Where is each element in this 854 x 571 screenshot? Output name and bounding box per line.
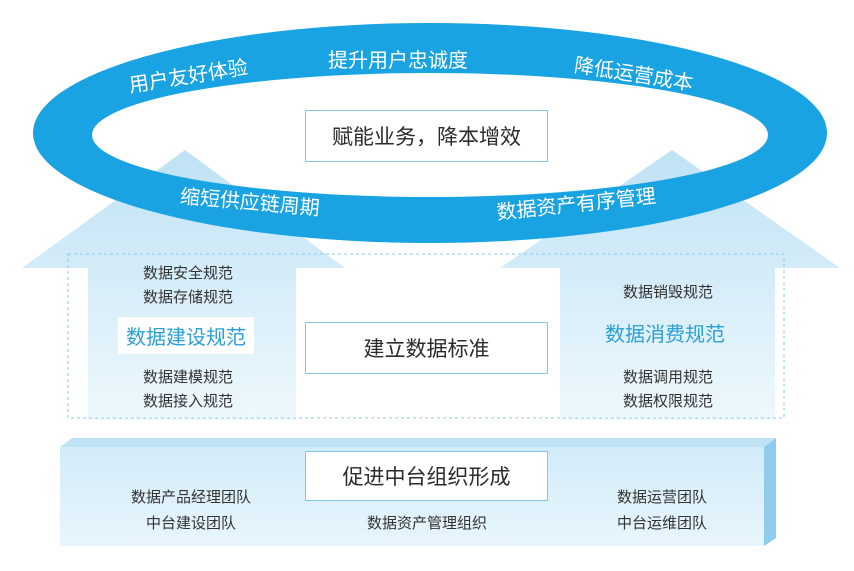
- org-item-operations-team: 数据运营团队: [616, 488, 707, 506]
- standard-item-invocation: 数据调用规范: [622, 368, 713, 386]
- org-item-maintenance-team: 中台运维团队: [616, 514, 707, 532]
- org-item-construction-team: 中台建设团队: [145, 514, 236, 532]
- standard-item-modeling: 数据建模规范: [142, 368, 233, 386]
- org-item-product-manager-team: 数据产品经理团队: [130, 488, 251, 506]
- ring-band: [33, 23, 827, 243]
- org-item-asset-management-org: 数据资产管理组织: [366, 514, 487, 532]
- empower-business-box: 赋能业务，降本增效: [305, 110, 548, 162]
- establish-standards-box: 建立数据标准: [305, 322, 548, 374]
- standard-item-permission: 数据权限规范: [622, 392, 713, 410]
- standard-item-security: 数据安全规范: [142, 264, 233, 282]
- standard-item-storage: 数据存储规范: [142, 288, 233, 306]
- construction-standard-title: 数据建设规范: [118, 317, 254, 354]
- ring-label-loyalty: 提升用户忠诚度: [328, 48, 468, 72]
- standard-item-access: 数据接入规范: [142, 392, 233, 410]
- platform-top-edge: [60, 438, 776, 447]
- standard-item-destruction: 数据销毁规范: [622, 283, 713, 301]
- standards-frame: [67, 253, 785, 419]
- consumption-standard-title: 数据消费规范: [605, 322, 725, 346]
- promote-organization-box: 促进中台组织形成: [305, 451, 548, 501]
- platform-side: [764, 438, 776, 546]
